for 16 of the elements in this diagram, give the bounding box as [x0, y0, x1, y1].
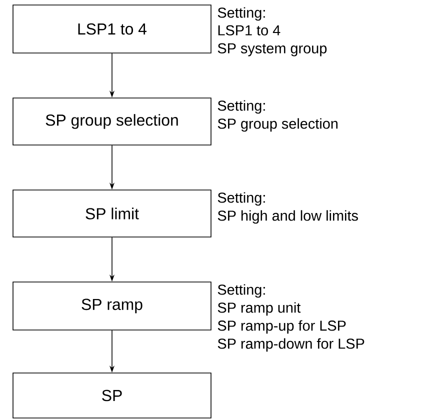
setting-note: Setting:: [218, 7, 265, 21]
setting-note: SP ramp-up for LSP: [218, 320, 346, 334]
setting-note: SP system group: [218, 43, 327, 56]
process-box: SP limit: [12, 190, 212, 238]
setting-note: Setting:: [218, 284, 265, 298]
setting-note: Setting:: [218, 100, 265, 114]
setting-note: SP high and low limits: [218, 210, 358, 224]
setting-note: SP ramp unit: [218, 302, 301, 316]
process-box: SP: [12, 372, 212, 418]
setting-note: LSP1 to 4: [218, 25, 280, 36]
setting-note: SP ramp-down for LSP: [218, 338, 364, 352]
process-box: LSP1 to 4: [12, 4, 212, 54]
setting-note: SP group selection: [218, 118, 338, 132]
process-box: SP ramp: [12, 282, 212, 330]
process-box: SP group selection: [12, 98, 212, 146]
setting-note: Setting:: [218, 192, 265, 206]
